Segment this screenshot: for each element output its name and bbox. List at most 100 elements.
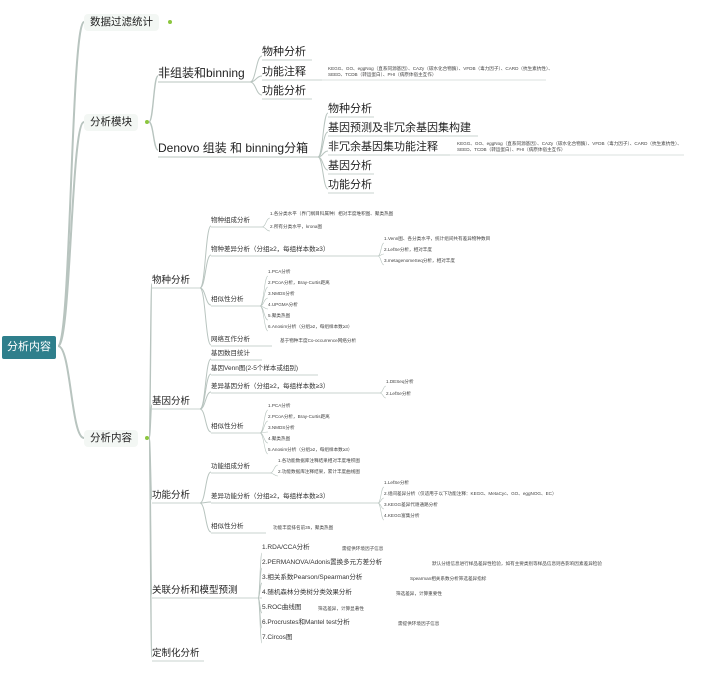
node-species-analysis[interactable]: 物种分析 bbox=[152, 275, 191, 286]
assoc-note-2: 默认分组信息进行样品差异性检验，如有主要类别等样品信息则各影响因素差异检验 bbox=[432, 561, 602, 566]
func-diff-item-3: 3.KEGG差异代谢通路分析 bbox=[384, 502, 438, 507]
connector-line bbox=[148, 404, 153, 439]
node-species-net[interactable]: 网络互作分析 bbox=[211, 336, 250, 343]
connector-line bbox=[379, 385, 387, 394]
connector-line bbox=[148, 75, 159, 123]
gene-sim-item-5: 5.Anosim分析（分组≥2，每组样本数≥3） bbox=[268, 447, 353, 452]
connector-line bbox=[317, 112, 329, 158]
species-sim-item-4: 4.UPGMA分析 bbox=[268, 302, 298, 307]
connector-line bbox=[199, 254, 212, 289]
node-data-filter[interactable]: 数据过滤统计 bbox=[84, 14, 159, 31]
node-analysis-content[interactable]: 分析内容 bbox=[84, 430, 138, 447]
node-denovo-geneana[interactable]: 基因分析 bbox=[328, 160, 372, 172]
species-diff-item-3: 3.metagenomeSeq分析，相对丰度 bbox=[384, 258, 455, 263]
node-denovo-gene[interactable]: 基因预测及非冗余基因集构建 bbox=[328, 122, 471, 134]
connector-line bbox=[261, 217, 271, 228]
branch-dot bbox=[145, 436, 149, 440]
connector-line bbox=[257, 597, 263, 644]
gene-sim-item-4: 4.聚类热图 bbox=[268, 436, 291, 441]
denovo-genefunc-note: KEGG、GO、eggNog（直系同源基因）、CAZy（碳水化合物酶）、VFDB… bbox=[457, 141, 682, 152]
assoc-item-7[interactable]: 7.Circos图 bbox=[262, 634, 293, 641]
node-nonasm-species[interactable]: 物种分析 bbox=[262, 46, 306, 58]
connector-line bbox=[199, 471, 212, 504]
branch-dot bbox=[168, 20, 172, 24]
species-sim-item-3: 3.NMDS分析 bbox=[268, 291, 295, 296]
connector-line bbox=[259, 305, 269, 332]
func-comp-item-2: 2.功能数据库注释结果，累计丰度曲线图 bbox=[278, 469, 360, 474]
func-diff-item-2: 2.组间差异分析（仅适用于以下功能注释：KEGG、MetaCyc、GO、eggN… bbox=[384, 491, 557, 496]
connector-line bbox=[57, 21, 85, 347]
species-comp-item-2: 2.所有分类水平，krona图 bbox=[270, 224, 323, 229]
node-nonasm-funcana[interactable]: 功能分析 bbox=[262, 85, 306, 97]
func-sim-note: 功能丰度排名前35，聚类热图 bbox=[273, 525, 334, 530]
species-diff-item-2: 2.LefSe分析，相对丰度 bbox=[384, 247, 432, 252]
connector-line bbox=[249, 55, 263, 83]
assoc-item-4[interactable]: 4.随机森林分类树分类效果分析 bbox=[262, 589, 352, 596]
node-species-comp[interactable]: 物种组成分析 bbox=[211, 217, 250, 224]
node-func-diff[interactable]: 差异功能分析（分组≥2，每组样本数≥3） bbox=[211, 493, 330, 500]
species-sim-item-6: 6.Anosim分析（分组≥2，每组样本数≥3） bbox=[268, 324, 353, 329]
node-analysis-module[interactable]: 分析模块 bbox=[84, 114, 138, 131]
connector-line bbox=[199, 373, 212, 410]
connector-line bbox=[199, 502, 212, 533]
species-comp-item-1: 1.各分类水平（界门纲目科属种）相对丰度堆积图、聚类热图 bbox=[270, 211, 394, 216]
species-sim-item-2: 2.PCoA分析，Bray-Curtis距离 bbox=[268, 280, 330, 285]
assoc-item-6[interactable]: 6.Procrustes和Mantel test分析 bbox=[262, 619, 350, 626]
node-func-analysis[interactable]: 功能分析 bbox=[152, 490, 191, 501]
assoc-note-4: 筛选差异，计算重要性 bbox=[396, 591, 442, 596]
connector-line bbox=[269, 472, 279, 477]
connector-line bbox=[269, 464, 279, 474]
gene-sim-item-3: 3.NMDS分析 bbox=[268, 425, 295, 430]
branch-dot bbox=[145, 120, 149, 124]
species-sim-item-5: 5.聚类热图 bbox=[268, 313, 291, 318]
node-gene-diff[interactable]: 差异基因分析（分组≥2，每组样本数≥3） bbox=[211, 383, 330, 390]
gene-sim-item-2: 2.PCoA分析，Bray-Curtis距离 bbox=[268, 414, 330, 419]
connector-line bbox=[257, 582, 263, 599]
connector-line bbox=[377, 242, 385, 257]
node-denovo-funcana[interactable]: 功能分析 bbox=[328, 179, 372, 191]
node-denovo-genefunc[interactable]: 非冗余基因集功能注释 bbox=[328, 141, 438, 153]
connector-line bbox=[199, 287, 212, 346]
connector-line bbox=[249, 81, 263, 96]
connector-line bbox=[377, 255, 385, 266]
connector-line bbox=[148, 121, 159, 151]
node-assoc-analysis[interactable]: 关联分析和模型预测 bbox=[152, 585, 238, 596]
node-species-diff[interactable]: 物种差异分析（分组≥2，每组样本数≥3） bbox=[211, 246, 330, 253]
node-denovo[interactable]: Denovo 组装 和 binning分箱 bbox=[158, 141, 309, 155]
assoc-item-1[interactable]: 1.RDA/CCA分析 bbox=[262, 544, 310, 551]
connector-line bbox=[57, 121, 85, 347]
node-nonasm-func[interactable]: 功能注释 bbox=[262, 66, 306, 78]
connector-line bbox=[377, 486, 385, 504]
species-net-note: 基于物种丰度Co-occurrence网络分析 bbox=[280, 338, 357, 343]
node-gene-sim[interactable]: 相似性分析 bbox=[211, 423, 244, 430]
connector-line bbox=[259, 432, 269, 455]
node-species-sim[interactable]: 相似性分析 bbox=[211, 296, 244, 303]
node-gene-venn[interactable]: 基因Venn图(2-5个样本或组别) bbox=[211, 365, 299, 372]
root-node[interactable]: 分析内容 bbox=[2, 336, 56, 359]
connector-line bbox=[377, 502, 385, 521]
gene-diff-item-1: 1.DESeq分析 bbox=[386, 379, 414, 384]
connector-line bbox=[261, 226, 271, 232]
node-nonassembly[interactable]: 非组装和binning bbox=[158, 66, 245, 80]
node-gene-stat[interactable]: 基因数目统计 bbox=[211, 350, 250, 357]
species-diff-item-1: 1.Venn图、各分类水平，统计组间共有差异物种数目 bbox=[384, 236, 491, 241]
connector-line bbox=[199, 408, 212, 433]
connector-line bbox=[259, 420, 269, 434]
node-func-comp[interactable]: 功能组成分析 bbox=[211, 463, 250, 470]
node-gene-analysis[interactable]: 基因分析 bbox=[152, 396, 191, 407]
node-custom-analysis[interactable]: 定制化分析 bbox=[152, 648, 200, 659]
assoc-item-5[interactable]: 5.ROC曲线图 bbox=[262, 604, 302, 611]
func-comp-item-1: 1.各功能数据库注释结果相对丰度堆积图 bbox=[278, 458, 360, 463]
node-func-sim[interactable]: 相似性分析 bbox=[211, 523, 244, 530]
assoc-item-2[interactable]: 2.PERMANOVA/Adonis置换多元方差分析 bbox=[262, 559, 383, 566]
connector-line bbox=[317, 156, 329, 190]
connector-line bbox=[379, 392, 387, 399]
gene-sim-item-1: 1.PCA分析 bbox=[268, 403, 291, 408]
assoc-item-3[interactable]: 3.相关系数Pearson/Spearman分析 bbox=[262, 574, 363, 581]
nonasm-func-note: KEGG、GO、eggNog（直系同源基因）、CAZy（碳水化合物酶）、VFDB… bbox=[328, 66, 553, 77]
node-denovo-species[interactable]: 物种分析 bbox=[328, 103, 372, 115]
assoc-note-3: Spearman相关系数分析筛选差异指标 bbox=[410, 576, 487, 581]
assoc-note-1: 需提供环境因子信息 bbox=[342, 546, 384, 551]
gene-diff-item-2: 2.LefSe分析 bbox=[386, 391, 412, 396]
